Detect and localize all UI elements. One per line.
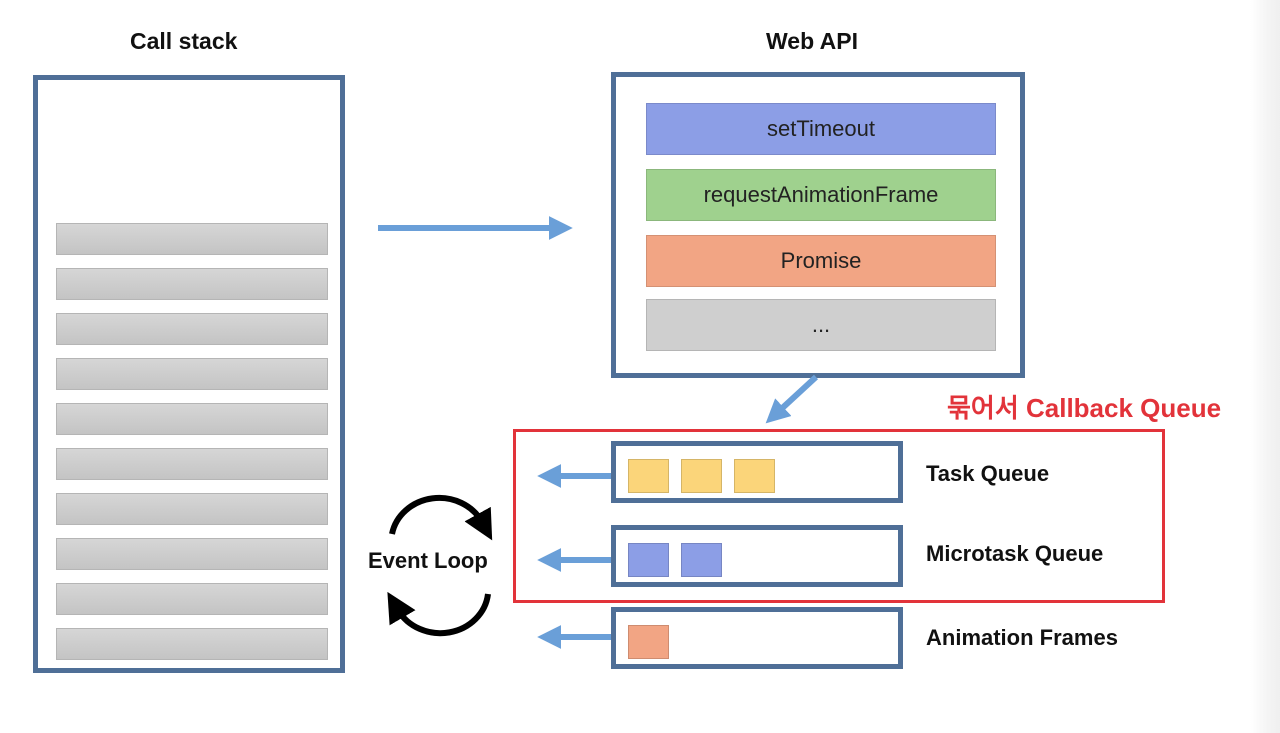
queue-item — [628, 625, 669, 659]
call-stack-slot — [56, 628, 328, 660]
call-stack-slot — [56, 448, 328, 480]
call-stack-title: Call stack — [130, 28, 238, 54]
call-stack-box — [33, 75, 345, 673]
call-stack-slot — [56, 403, 328, 435]
queue-item — [681, 543, 722, 577]
callback-queue-label: 묶어서 Callback Queue — [947, 393, 1222, 423]
web-api-item-promise: Promise — [646, 235, 996, 287]
queue-item — [628, 543, 669, 577]
queue-item — [681, 459, 722, 493]
call-stack-slot — [56, 358, 328, 390]
call-stack-slot — [56, 223, 328, 255]
call-stack-slot — [56, 313, 328, 345]
call-stack-slot — [56, 493, 328, 525]
call-stack-slot — [56, 268, 328, 300]
web-api-item-settimeout: setTimeout — [646, 103, 996, 155]
animation-frames-box — [611, 607, 903, 669]
event-loop-arrow-top — [389, 494, 493, 541]
task-queue-label: Task Queue — [926, 461, 1050, 486]
animation-frames-label: Animation Frames — [926, 625, 1118, 650]
page-edge-shadow — [1250, 0, 1280, 733]
queue-item — [734, 459, 775, 493]
web-api-box: setTimeout requestAnimationFrame Promise… — [611, 72, 1025, 378]
web-api-title: Web API — [766, 28, 859, 54]
microtask-queue-label: Microtask Queue — [926, 541, 1104, 566]
web-api-item-requestanimationframe: requestAnimationFrame — [646, 169, 996, 221]
call-stack-slot — [56, 583, 328, 615]
event-loop-arrow-bottom — [387, 591, 491, 637]
callback-queue-group — [513, 429, 1165, 603]
queue-item — [628, 459, 669, 493]
event-loop-label: Event Loop — [368, 548, 488, 573]
task-queue-box — [611, 441, 903, 503]
arrow-webapi-to-callback-queue — [765, 374, 819, 424]
web-api-item-more: ... — [646, 299, 996, 351]
call-stack-slot — [56, 538, 328, 570]
microtask-queue-box — [611, 525, 903, 587]
